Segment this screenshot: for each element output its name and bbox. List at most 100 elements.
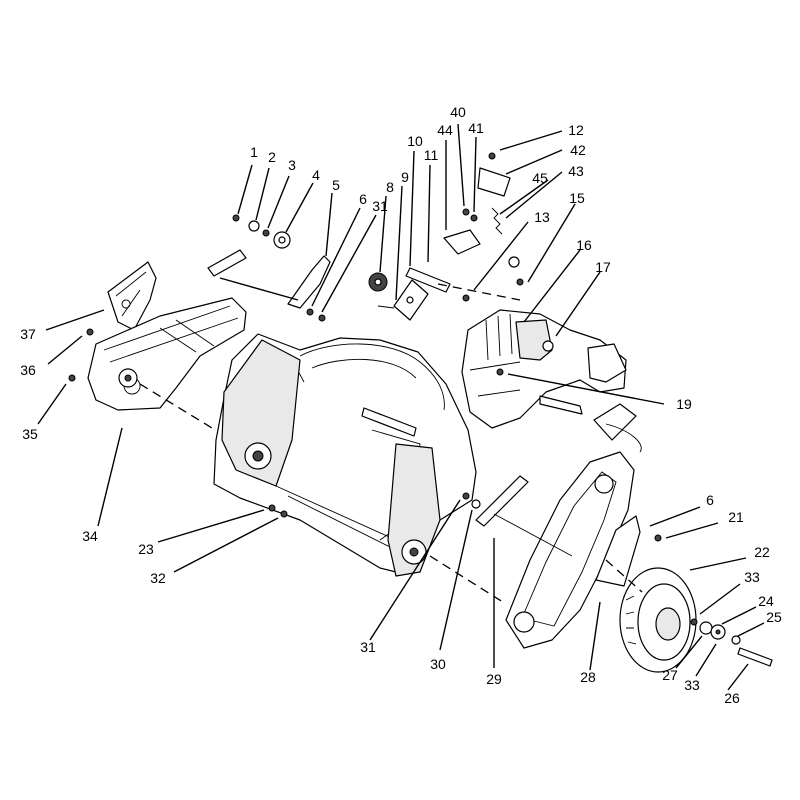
leader-27 — [675, 635, 703, 669]
callout-33a: 33 — [744, 569, 760, 585]
leader-4 — [285, 182, 314, 233]
leader-35 — [37, 383, 67, 425]
callout-3: 3 — [288, 157, 296, 173]
washer-32 — [280, 510, 288, 518]
callout-9: 9 — [401, 169, 409, 185]
leader-22 — [689, 557, 747, 571]
wheel-hub — [655, 607, 681, 641]
drive-belt-cover — [505, 451, 635, 649]
lever-42 — [477, 167, 511, 197]
roller-10 — [405, 267, 451, 293]
bracket-44 — [443, 229, 481, 255]
leader-33b — [695, 643, 717, 677]
rod-29-stem — [493, 513, 573, 557]
clip-40 — [462, 208, 470, 216]
housing-bearing-left-center — [252, 450, 264, 462]
callout-11: 11 — [424, 147, 439, 163]
housing-bearing-right-center — [409, 547, 419, 557]
leader-12 — [499, 130, 563, 151]
leader-10 — [409, 150, 415, 267]
leader-24 — [721, 606, 757, 625]
leader-36 — [47, 335, 83, 365]
wheel-bracket — [595, 515, 641, 587]
callout-31a: 31 — [372, 198, 388, 214]
callout-42: 42 — [570, 142, 586, 158]
callout-15: 15 — [569, 190, 585, 206]
callout-25: 25 — [766, 609, 782, 625]
leader-40 — [457, 123, 465, 207]
leader-43 — [505, 171, 563, 219]
leader-31a — [321, 214, 377, 313]
callout-24: 24 — [758, 593, 774, 609]
leader-13 — [473, 221, 529, 291]
leader-41 — [473, 136, 477, 213]
callout-27: 27 — [662, 667, 678, 683]
leader-26 — [727, 663, 749, 691]
leader-2 — [255, 167, 270, 221]
engine-crank-shaft — [539, 395, 583, 415]
callout-31b: 31 — [360, 639, 376, 655]
bolt-9 — [377, 305, 395, 309]
callout-10: 10 — [407, 133, 423, 149]
cable-loop — [605, 423, 642, 453]
callout-29: 29 — [486, 671, 502, 687]
callout-32: 32 — [150, 570, 166, 586]
mount-plate-9-hole — [406, 296, 414, 304]
leader-5 — [325, 192, 333, 257]
callout-17: 17 — [595, 259, 611, 275]
pivot-rod-link — [219, 277, 299, 301]
leader-1 — [237, 164, 253, 215]
screw-12 — [488, 152, 496, 160]
callout-1: 1 — [250, 144, 258, 160]
auger-housing-side-panel — [221, 339, 301, 487]
leader-32 — [173, 517, 279, 573]
leader-42 — [505, 149, 563, 175]
callout-30: 30 — [430, 656, 446, 672]
fitting-43 — [508, 256, 520, 268]
nut-33 — [690, 618, 698, 626]
hw-pulley-4-hub — [278, 236, 286, 244]
screw-21 — [654, 534, 662, 542]
leader-37 — [45, 309, 105, 331]
nut-31a — [318, 314, 326, 322]
side-plate-bracket — [107, 261, 157, 331]
hw-nut-1 — [232, 214, 240, 222]
left-belt-cover-ribs — [103, 305, 239, 395]
callout-34: 34 — [82, 528, 98, 544]
leader-25 — [737, 622, 765, 637]
fitting-15 — [516, 278, 524, 286]
callout-35: 35 — [22, 426, 38, 442]
callout-16: 16 — [576, 237, 592, 253]
nut-23 — [268, 504, 276, 512]
callout-6a: 6 — [359, 191, 367, 207]
leader-6a — [311, 207, 361, 307]
leader-23 — [157, 509, 265, 543]
callout-8: 8 — [386, 179, 394, 195]
leader-16 — [523, 249, 581, 323]
left-cover-hub-center — [124, 374, 132, 382]
spacer-27 — [699, 621, 713, 635]
belt-guard-plate — [593, 403, 637, 441]
housing-top-bar — [361, 407, 417, 437]
engine-bolt-19 — [496, 368, 504, 376]
side-plate-bracket-detail — [115, 271, 147, 317]
washer-30 — [471, 499, 481, 509]
leader-3 — [267, 175, 290, 229]
bearing-24-center — [715, 629, 721, 635]
left-belt-cover — [87, 297, 247, 411]
axle-rod-29 — [475, 475, 529, 527]
drive-belt-cover-inner — [521, 471, 617, 627]
leader-28 — [589, 601, 601, 671]
leader-17 — [555, 271, 601, 337]
callout-13: 13 — [534, 209, 550, 225]
callout-6b: 6 — [706, 492, 714, 508]
callout-40: 40 — [450, 104, 466, 120]
callout-33b: 33 — [684, 677, 700, 693]
leader-lines — [37, 123, 765, 691]
washer-25 — [731, 635, 741, 645]
drive-pulley-lower — [513, 611, 535, 633]
spring-45 — [491, 207, 503, 235]
callout-37: 37 — [20, 326, 36, 342]
engine-starter-cap — [542, 340, 554, 352]
callout-23: 23 — [138, 541, 154, 557]
